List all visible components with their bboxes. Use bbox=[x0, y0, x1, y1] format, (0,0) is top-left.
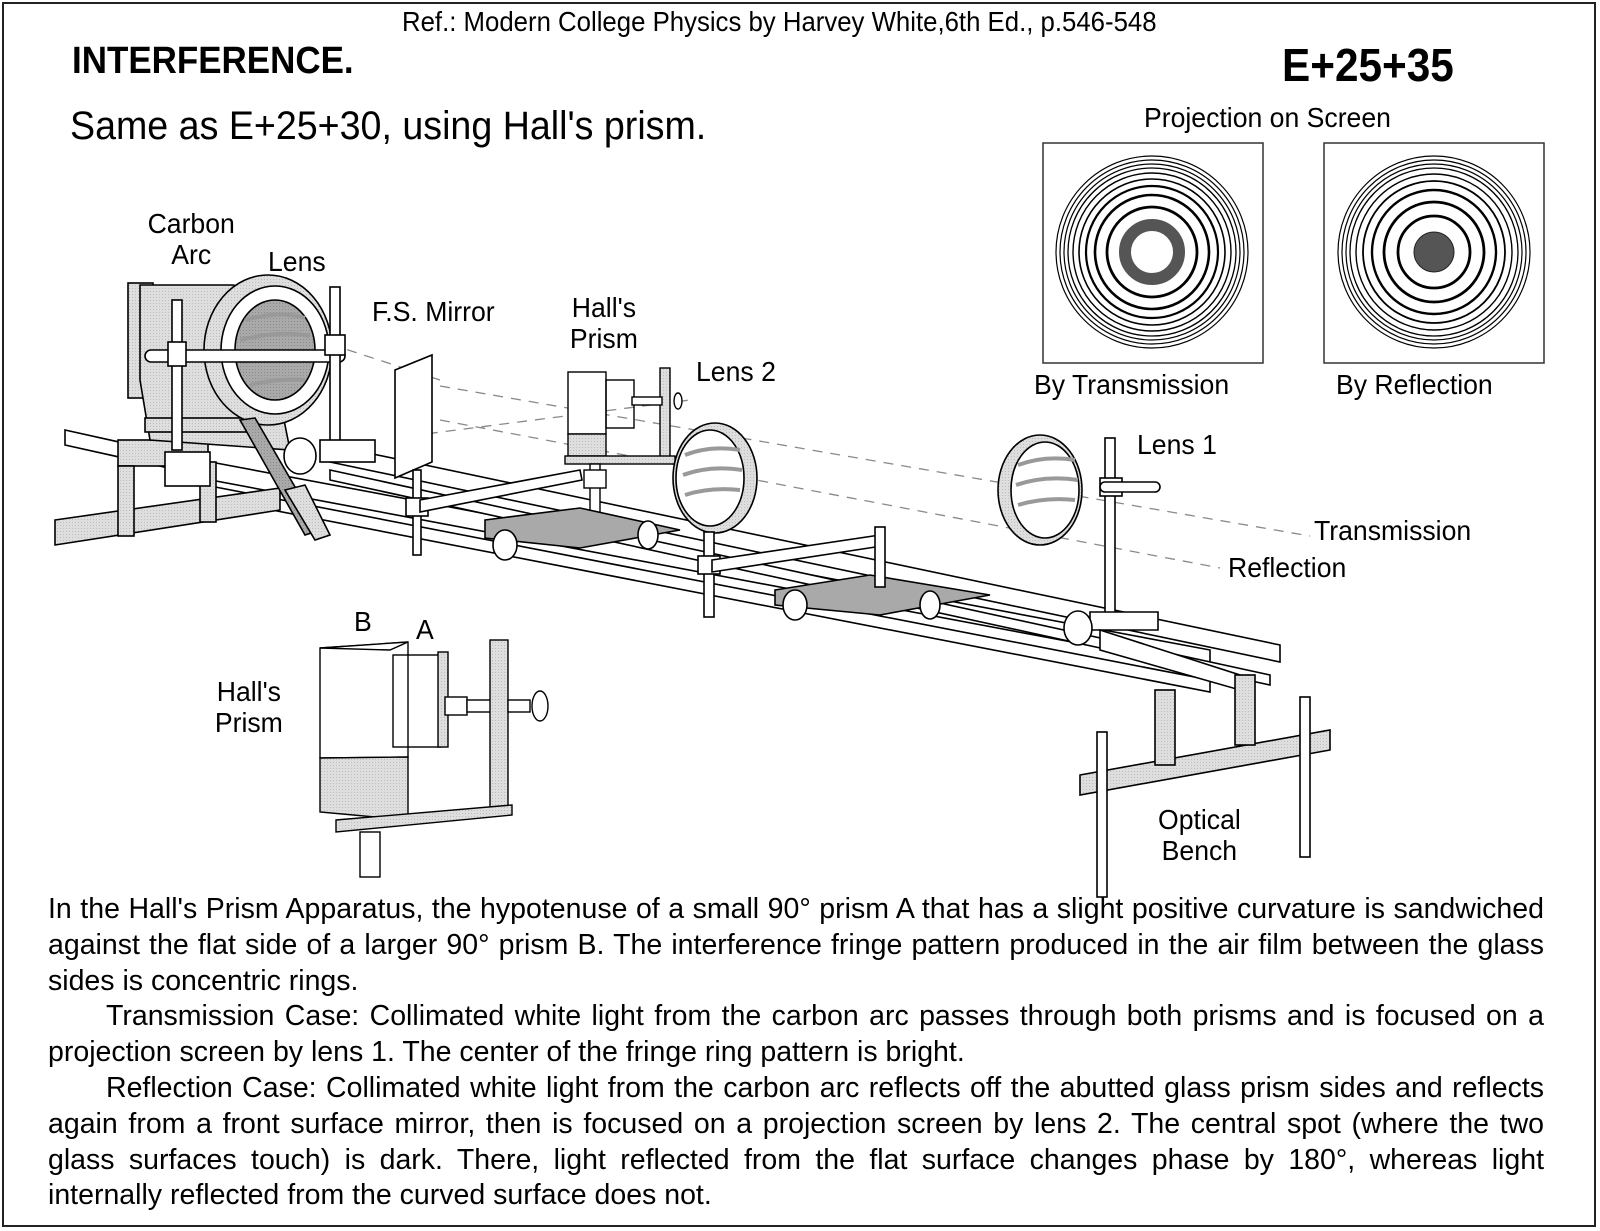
label-halls-prism: Hall's Prism bbox=[569, 292, 638, 354]
bench-left-supports bbox=[54, 429, 281, 546]
halls-prism-detail bbox=[319, 639, 549, 878]
apparatus-diagram bbox=[54, 142, 1545, 898]
projection-reflection-screen bbox=[1323, 142, 1545, 364]
label-lens-2: Lens 2 bbox=[696, 356, 776, 387]
caption-by-reflection: By Reflection bbox=[1336, 369, 1493, 400]
label-lens: Lens bbox=[268, 246, 326, 277]
description-text: In the Hall's Prism Apparatus, the hypot… bbox=[48, 892, 1544, 1214]
caption-by-transmission: By Transmission bbox=[1034, 369, 1230, 400]
bench-carriages bbox=[484, 507, 991, 621]
label-carbon-arc: Carbon Arc bbox=[147, 208, 235, 270]
bench-right-supports bbox=[1079, 628, 1331, 898]
page-title: INTERFERENCE. bbox=[72, 40, 354, 82]
page-subtitle: Same as E+25+30, using Hall's prism. bbox=[70, 104, 707, 148]
label-optical-bench: Optical Bench bbox=[1158, 804, 1241, 866]
description-paragraph-reflection: Reflection Case: Collimated white light … bbox=[48, 1071, 1544, 1212]
label-reflection-path: Reflection bbox=[1228, 552, 1347, 583]
label-fs-mirror: F.S. Mirror bbox=[372, 296, 495, 327]
projection-heading: Projection on Screen bbox=[1144, 102, 1391, 133]
label-lens-1: Lens 1 bbox=[1137, 429, 1217, 460]
lens-stand bbox=[283, 286, 376, 475]
projection-transmission-screen bbox=[1042, 142, 1264, 364]
description-paragraph-intro: In the Hall's Prism Apparatus, the hypot… bbox=[48, 893, 1544, 997]
lens-2 bbox=[672, 422, 886, 618]
description-paragraph-transmission: Transmission Case: Collimated white ligh… bbox=[48, 1000, 1544, 1069]
label-prism-a: A bbox=[416, 614, 434, 645]
reference-citation: Ref.: Modern College Physics by Harvey W… bbox=[402, 6, 1157, 37]
label-prism-b: B bbox=[354, 606, 372, 637]
carbon-arc-lamp bbox=[127, 274, 346, 541]
fs-mirror bbox=[394, 353, 583, 556]
label-transmission-path: Transmission bbox=[1314, 515, 1472, 546]
demo-code: E+25+35 bbox=[1282, 39, 1454, 91]
label-halls-prism-detail: Hall's Prism bbox=[214, 676, 283, 738]
halls-prism-on-bench bbox=[564, 367, 683, 545]
lens-1 bbox=[997, 434, 1161, 646]
